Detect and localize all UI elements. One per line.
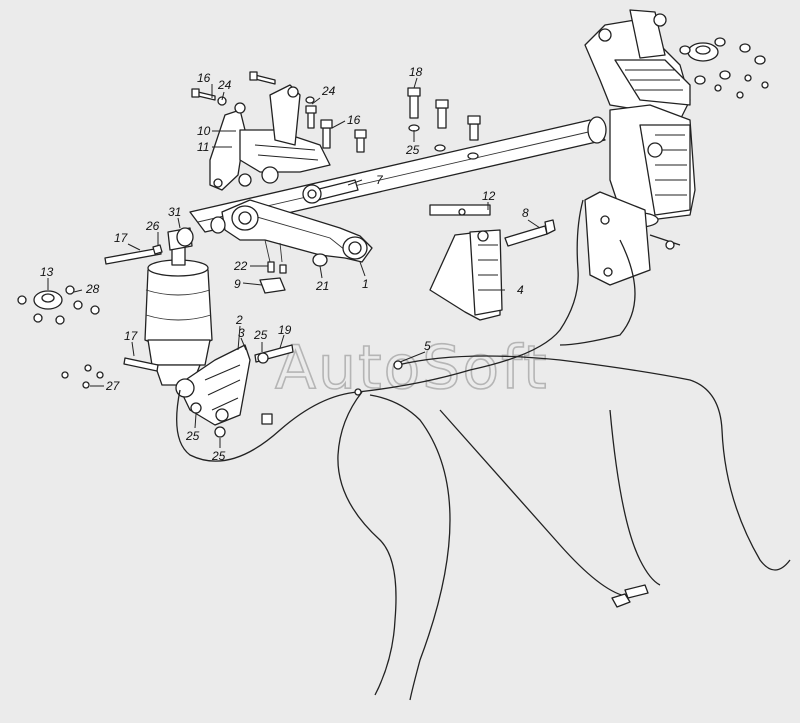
callout-8: 8	[522, 206, 529, 220]
callout-5: 5	[424, 339, 431, 353]
callout-17: 17	[114, 231, 129, 245]
callout-13: 13	[40, 265, 54, 279]
callout-12: 12	[482, 189, 496, 203]
hardware-22-9-21	[259, 261, 287, 294]
callout-25: 25	[253, 328, 268, 342]
callout-10: 10	[197, 124, 211, 138]
reaction-arm	[210, 199, 373, 267]
callout-2: 2	[235, 313, 243, 327]
callout-26: 26	[145, 219, 160, 233]
leader-lines	[47, 77, 541, 448]
callout-27: 27	[105, 379, 121, 393]
bracket-4	[429, 204, 503, 321]
callout-21: 21	[315, 279, 329, 293]
callout-17: 17	[124, 329, 139, 343]
callout-9: 9	[234, 277, 241, 291]
watermark: AutoSoft	[275, 333, 549, 403]
lower-bracket	[175, 344, 294, 438]
callout-4: 4	[517, 283, 524, 297]
left-upper-bracket	[209, 84, 331, 191]
pin-7	[302, 179, 359, 204]
bolt-8	[504, 219, 556, 247]
callout-18: 18	[409, 65, 423, 79]
callout-3: 3	[238, 326, 245, 340]
callout-numbers: 16 24 10 11 24 16 18 25 7 12 8 31 26 17 …	[40, 65, 529, 463]
callout-25: 25	[211, 449, 226, 463]
callout-24: 24	[321, 84, 336, 98]
callout-22: 22	[233, 259, 248, 273]
left-hardware	[17, 285, 104, 389]
right-bracket-assembly	[584, 9, 696, 286]
callout-25: 25	[405, 143, 420, 157]
air-spring	[104, 227, 213, 386]
callout-24: 24	[217, 78, 232, 92]
callout-16: 16	[347, 113, 361, 127]
top-right-hardware	[679, 37, 769, 99]
callout-1: 1	[362, 277, 369, 291]
callout-28: 28	[85, 282, 100, 296]
callout-31: 31	[168, 205, 181, 219]
callout-19: 19	[278, 323, 292, 337]
callout-25: 25	[185, 429, 200, 443]
callout-7: 7	[376, 173, 384, 187]
air-lines	[176, 199, 791, 701]
callout-16: 16	[197, 71, 211, 85]
callout-11: 11	[197, 140, 209, 154]
